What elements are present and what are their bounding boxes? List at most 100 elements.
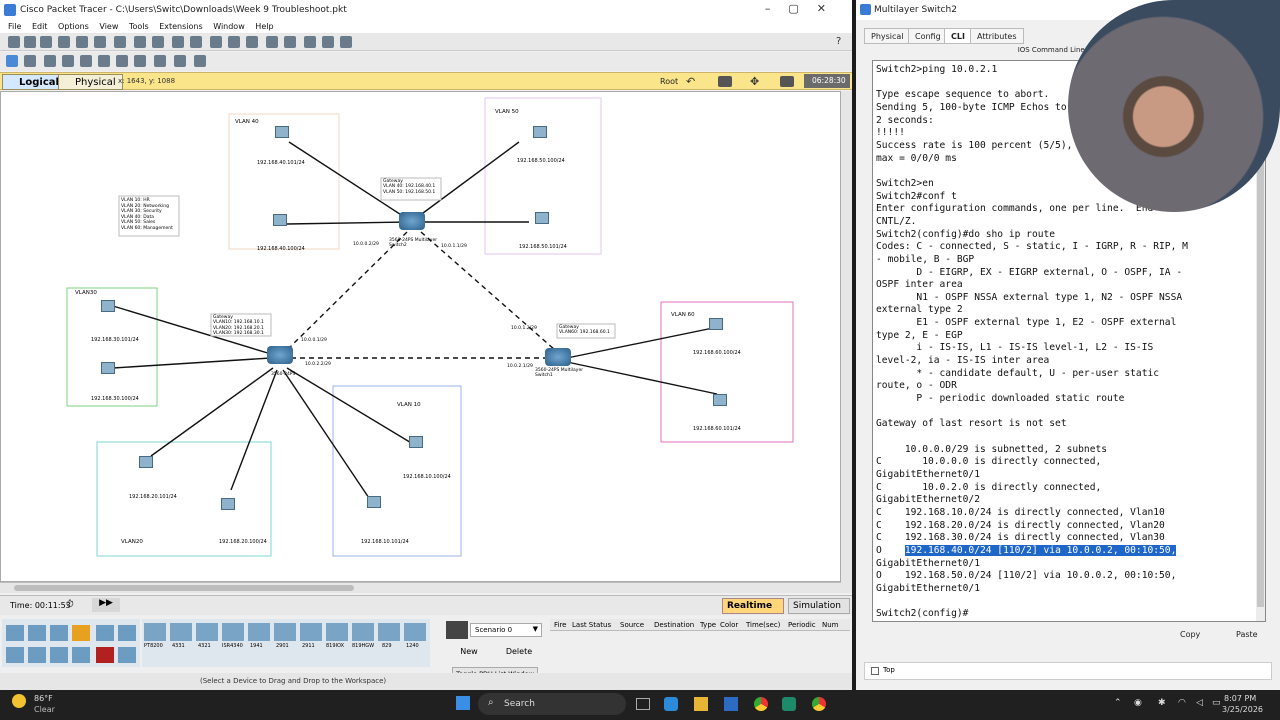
ellipse-tool-icon[interactable] [134,55,146,67]
scenario-select[interactable]: Scenario 0▼ [470,623,542,637]
paste-icon[interactable] [152,36,164,48]
custom-devices-dialog-icon[interactable] [284,36,296,48]
back-icon[interactable]: ↶ [686,75,696,88]
rectangle-tool-icon[interactable] [116,55,128,67]
workspace-hscrollbar[interactable] [0,582,841,593]
task-view-icon[interactable] [636,698,650,710]
top-checkbox[interactable] [871,667,879,675]
routers-category-icon[interactable] [6,625,24,641]
zoom-in-icon[interactable] [210,36,222,48]
paste-button[interactable]: Paste [1236,630,1258,639]
pc-vlan10-b[interactable] [367,496,381,508]
add-complex-pdu-icon[interactable] [194,55,206,67]
search-box[interactable]: ⌕ Search [478,693,626,715]
packet-tracer-icon[interactable] [782,697,796,711]
volume-icon[interactable]: ◁ [1196,698,1203,708]
chevron-up-icon[interactable]: ⌃ [1114,698,1122,708]
menu-options[interactable]: Options [57,22,89,31]
delete-scenario-button[interactable]: Delete [505,647,533,656]
switches-category-icon[interactable] [28,625,46,641]
scenario-color-swatch[interactable] [446,621,468,639]
pc-vlan20-b[interactable] [221,498,235,510]
router-model-icon[interactable] [352,623,374,641]
new-scenario-button[interactable]: New [460,647,478,656]
connections-category-icon[interactable] [50,647,68,663]
menu-help[interactable]: Help [255,22,274,31]
device-category-panel[interactable] [2,619,140,667]
hubs-category-icon[interactable] [50,625,68,641]
multilayer-switch3[interactable] [545,348,571,366]
delete-tool-icon[interactable] [44,55,56,67]
print-icon[interactable] [58,36,70,48]
tab-cli[interactable]: CLI [944,28,972,44]
select-tool-icon[interactable] [6,55,18,67]
tab-physical[interactable]: Physical [58,74,123,90]
copy-icon[interactable] [134,36,146,48]
line-tool-icon[interactable] [98,55,110,67]
resize-tool-icon[interactable] [62,55,74,67]
wireless-category-icon[interactable] [72,625,90,641]
custom-device-icon[interactable] [114,36,126,48]
network-info-icon[interactable] [340,36,352,48]
new-file-icon[interactable] [8,36,20,48]
tab-physical[interactable]: Physical [864,28,911,44]
cli-scrollbar[interactable] [1256,61,1265,621]
realtime-tab[interactable]: Realtime [722,598,784,614]
multiuser-category-icon[interactable] [96,647,114,663]
router-model-icon[interactable] [196,623,218,641]
wizard-icon[interactable] [76,36,88,48]
open-file-icon[interactable] [24,36,36,48]
misc-category-icon[interactable] [72,647,90,663]
custom-category-icon[interactable] [118,647,136,663]
drawing-palette-icon[interactable] [266,36,278,48]
multilayer-switch1[interactable] [267,346,293,364]
workspace-vscrollbar[interactable] [841,91,852,593]
multilayer-switch2[interactable] [399,212,425,230]
logical-workspace[interactable]: VLAN 40 VLAN 50 VLAN30 VLAN 60 VLAN 10 V… [0,91,841,582]
tab-attributes[interactable]: Attributes [970,28,1024,44]
power-cycle-icon[interactable]: ⏱ [66,599,74,610]
router-model-icon[interactable] [248,623,270,641]
pc-vlan60-a[interactable] [709,318,723,330]
window-controls[interactable]: –▢✕ [764,2,844,15]
router-model-icon[interactable] [170,623,192,641]
router-model-icon[interactable] [274,623,296,641]
menu-window[interactable]: Window [213,22,245,31]
pc-vlan30-b[interactable] [101,362,115,374]
freeform-tool-icon[interactable] [154,55,166,67]
pdu-icon[interactable] [322,36,334,48]
chrome-icon[interactable] [754,697,768,711]
wan-emulation-category-icon[interactable] [118,625,136,641]
router-model-icon[interactable] [222,623,244,641]
root-label[interactable]: Root [660,77,679,86]
set-tiled-background-icon[interactable] [718,76,732,87]
copy-button[interactable]: Copy [1180,630,1201,639]
bluetooth-icon[interactable]: ✱ [1158,698,1166,708]
pc-vlan50-a[interactable] [533,126,547,138]
pc-vlan40-b[interactable] [273,214,287,226]
save-icon[interactable] [40,36,52,48]
router-model-icon[interactable] [404,623,426,641]
pc-vlan40-a[interactable] [275,126,289,138]
undo-icon[interactable] [172,36,184,48]
components-category-icon[interactable] [28,647,46,663]
menu-tools[interactable]: Tools [128,22,149,31]
viewport-icon[interactable] [304,36,316,48]
menu-file[interactable]: File [8,22,22,31]
pc-vlan20-a[interactable] [139,456,153,468]
start-icon[interactable] [456,696,470,710]
end-devices-category-icon[interactable] [6,647,24,663]
note-tool-icon[interactable] [80,55,92,67]
simulation-tab[interactable]: Simulation [788,598,850,614]
pc-vlan10-a[interactable] [409,436,423,448]
outlook-icon[interactable] [724,697,738,711]
menu-edit[interactable]: Edit [31,22,48,31]
zoom-out-icon[interactable] [246,36,258,48]
edge-icon[interactable] [664,697,678,711]
weather-icon[interactable] [12,694,26,708]
menu-view[interactable]: View [99,22,119,31]
fast-forward-icon[interactable]: ▶▶ [92,598,120,612]
add-simple-pdu-icon[interactable] [174,55,186,67]
help-icon[interactable]: ? [836,36,842,47]
chrome-profile-icon[interactable] [812,697,826,711]
